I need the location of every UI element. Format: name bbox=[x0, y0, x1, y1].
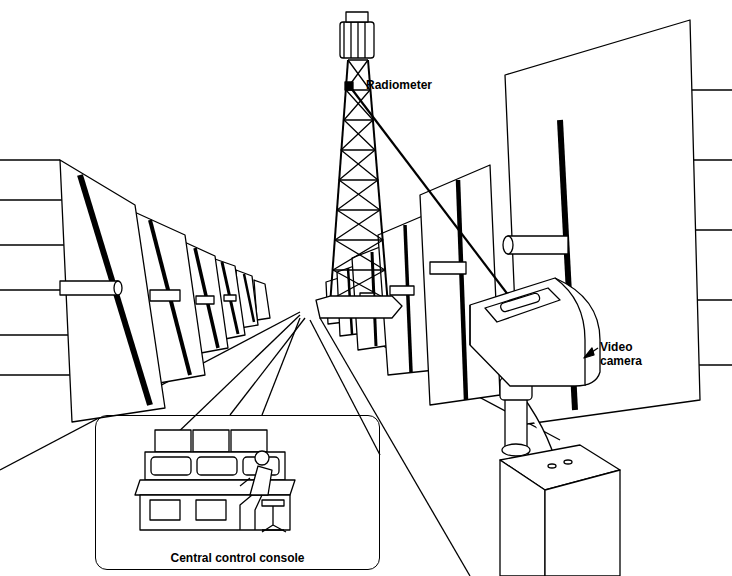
tower-part bbox=[368, 60, 388, 305]
tower bbox=[316, 12, 402, 318]
console-leader-lines bbox=[262, 318, 380, 455]
video-camera-part bbox=[545, 470, 620, 576]
tower-part bbox=[343, 22, 344, 58]
control-console-part bbox=[135, 480, 295, 495]
sight-line-part bbox=[351, 88, 512, 300]
video-camera-part bbox=[500, 292, 541, 312]
control-console-part bbox=[262, 506, 286, 532]
left-heliostats-part bbox=[0, 159, 60, 160]
tower-part bbox=[330, 60, 388, 300]
right-heliostats-part bbox=[699, 364, 732, 365]
video-camera-part bbox=[564, 460, 572, 464]
control-console-part bbox=[140, 495, 290, 530]
tower-part bbox=[364, 22, 365, 58]
tower-part bbox=[333, 60, 388, 300]
left-heliostats-part bbox=[0, 289, 66, 290]
video-camera-part bbox=[505, 395, 527, 450]
tower-part bbox=[346, 12, 368, 22]
part-label: Radiometer bbox=[366, 78, 456, 92]
right-heliostats-part bbox=[458, 180, 466, 400]
left-heliostats-part bbox=[224, 295, 236, 301]
control-console-part bbox=[197, 457, 237, 475]
video-camera-part bbox=[555, 278, 585, 386]
right-heliostats-part bbox=[430, 262, 466, 274]
right-heliostats-part bbox=[420, 165, 500, 405]
left-heliostats-part bbox=[0, 199, 62, 200]
right-heliostats-part bbox=[405, 225, 411, 372]
console-leader-lines-part bbox=[310, 320, 380, 455]
left-heliostats-part bbox=[0, 244, 64, 245]
control-console-part bbox=[250, 466, 272, 495]
right-heliostats-part bbox=[693, 159, 732, 160]
left-heliostats-part bbox=[0, 334, 68, 335]
inset-caption: Central control console bbox=[96, 551, 379, 565]
control-console-part bbox=[196, 500, 226, 520]
tower-part bbox=[350, 22, 351, 58]
video-camera-part bbox=[548, 464, 556, 468]
left-heliostats-part bbox=[114, 281, 122, 295]
left-heliostats-part bbox=[196, 296, 214, 304]
control-console bbox=[135, 430, 295, 532]
video-camera-part bbox=[502, 444, 530, 456]
camera-pointer-part bbox=[584, 348, 594, 358]
video-camera-part bbox=[470, 278, 600, 386]
right-heliostats-part bbox=[697, 299, 732, 300]
video-camera bbox=[470, 278, 620, 576]
control-console-part bbox=[150, 500, 180, 520]
camera-pointer bbox=[584, 348, 598, 358]
video-camera-part bbox=[485, 288, 560, 322]
control-console-part bbox=[262, 500, 284, 506]
tower-part bbox=[316, 296, 402, 318]
right-heliostats-part bbox=[695, 229, 732, 230]
control-console-part bbox=[193, 430, 229, 452]
console-inset-box: Central control console bbox=[95, 415, 380, 570]
control-console-part bbox=[240, 478, 250, 486]
tower-part bbox=[330, 60, 348, 305]
sight-line bbox=[351, 88, 512, 300]
console-leader-lines-part bbox=[262, 318, 300, 415]
right-heliostats-part bbox=[690, 89, 732, 90]
control-console-part bbox=[151, 457, 191, 475]
left-heliostats-part bbox=[0, 374, 70, 375]
right-heliostats-part bbox=[508, 236, 568, 254]
control-console-part bbox=[231, 430, 267, 452]
left-heliostats bbox=[0, 160, 270, 422]
video-camera-part bbox=[469, 305, 470, 345]
right-heliostats-part bbox=[503, 236, 513, 254]
left-heliostats-part bbox=[60, 281, 118, 295]
video-camera-part bbox=[500, 460, 545, 576]
tower-part bbox=[340, 22, 374, 58]
control-console-part bbox=[240, 495, 262, 530]
right-heliostats-part bbox=[390, 286, 414, 295]
left-heliostats-part bbox=[244, 274, 254, 322]
control-console-part bbox=[155, 430, 191, 452]
control-console-part bbox=[255, 451, 269, 465]
left-heliostats-part bbox=[60, 160, 165, 422]
tower-part bbox=[357, 22, 358, 58]
part-label: Video camera bbox=[600, 340, 650, 368]
left-heliostats-part bbox=[150, 290, 180, 301]
right-heliostats bbox=[326, 20, 732, 425]
